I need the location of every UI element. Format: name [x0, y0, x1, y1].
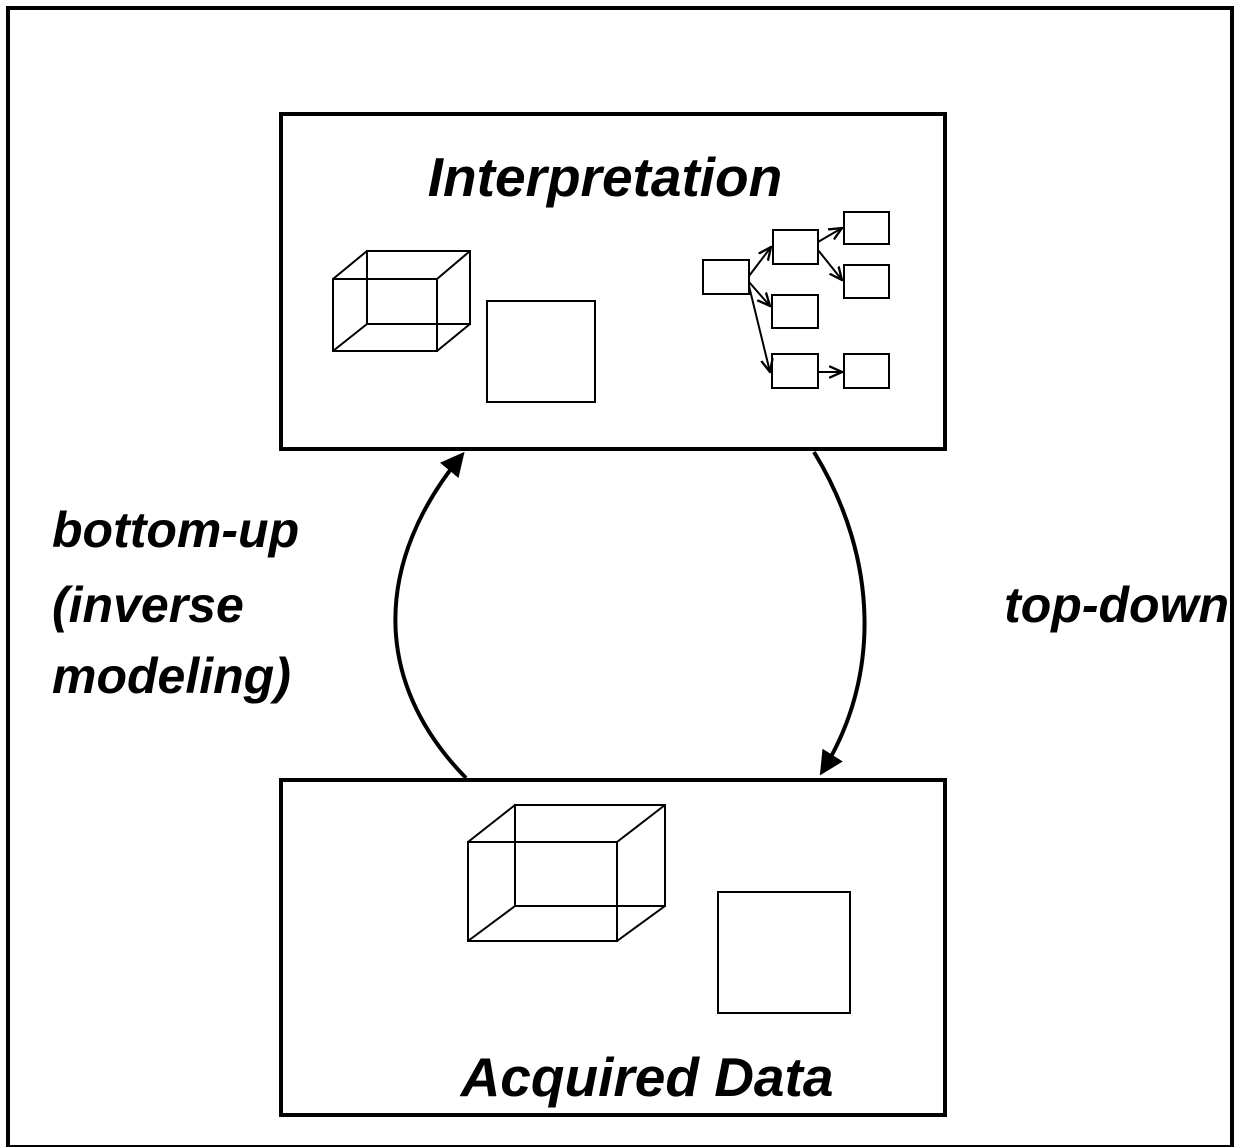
- interpretation-title: Interpretation: [428, 146, 782, 208]
- node-tree-icon: [702, 211, 890, 389]
- outer-frame: [6, 6, 1234, 1147]
- acquired-data-title: Acquired Data: [459, 1046, 834, 1108]
- bottom-up-label-line: bottom-up: [52, 502, 299, 558]
- bottom-up-label-line: (inverse: [52, 577, 244, 633]
- tree-edge: [748, 281, 770, 306]
- tree-node: [843, 353, 890, 389]
- tree-edge: [817, 249, 842, 280]
- tree-edge: [748, 247, 771, 277]
- acquired-data-box-border: [279, 778, 947, 1117]
- tree-node: [772, 229, 819, 265]
- interpretation-box-border: [279, 112, 947, 451]
- bottom-up-label-line: modeling): [52, 648, 291, 704]
- tree-edge: [817, 228, 842, 243]
- top-down-arrow: [812, 450, 867, 776]
- tree-edge: [748, 285, 770, 372]
- tree-node: [771, 294, 819, 329]
- bottom-up-arrow: [393, 451, 468, 780]
- tree-node: [843, 211, 890, 245]
- bottom-up-label: bottom-up (inverse modeling): [52, 502, 313, 704]
- acquired-data-box: Acquired Data: [279, 778, 947, 1117]
- top-down-label: top-down: [1004, 577, 1229, 633]
- wireframe-cube-icon: [332, 250, 471, 352]
- wireframe-cube-icon: [467, 804, 666, 942]
- square-icon: [486, 300, 596, 403]
- tree-node: [843, 264, 890, 299]
- square-icon: [717, 891, 851, 1014]
- interpretation-box: Interpretation: [279, 112, 947, 451]
- tree-node: [771, 353, 819, 389]
- tree-node: [702, 259, 750, 295]
